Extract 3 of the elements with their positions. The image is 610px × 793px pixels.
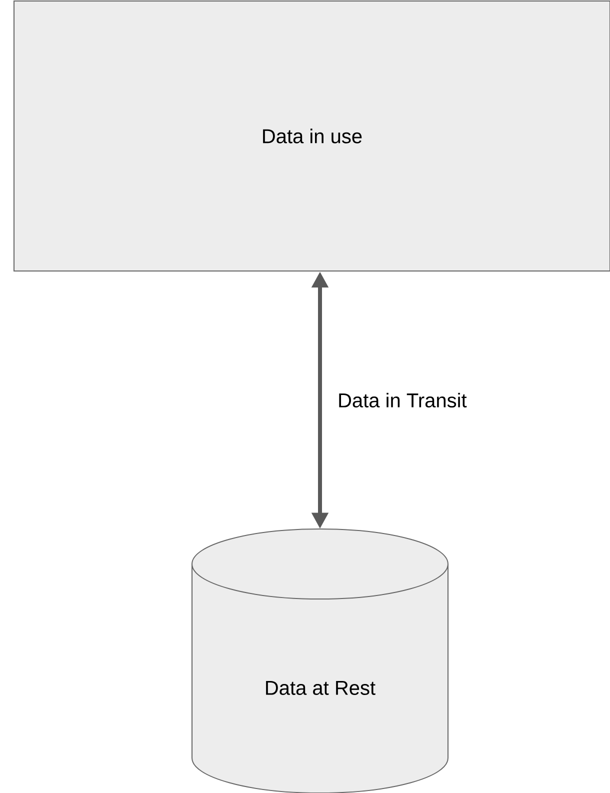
database-cylinder: Data at Rest: [192, 528, 448, 793]
edge-label: Data in Transit: [339, 392, 467, 408]
process-box: Data in use: [14, 0, 610, 272]
